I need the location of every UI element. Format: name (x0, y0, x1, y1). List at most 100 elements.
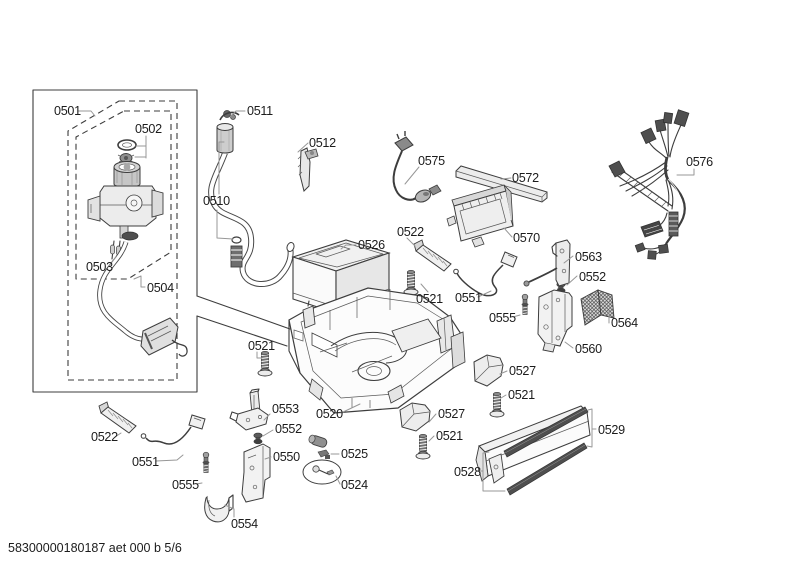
part-number: 0524 (341, 478, 368, 492)
part-0564-mesh (580, 289, 615, 326)
part-0512-clip (297, 147, 319, 192)
part-number: 0529 (598, 423, 625, 437)
part-0524-disc (302, 459, 342, 485)
label-0575: 0575 (404, 154, 445, 185)
label-0504: 0504 (133, 275, 174, 295)
part-number: 0503 (86, 260, 113, 274)
part-0522-rail-mid (413, 239, 452, 272)
part-number: 0550 (273, 450, 300, 464)
inset-connector-lines (196, 295, 291, 347)
part-number: 0526 (358, 238, 385, 252)
part-0525-latch (308, 434, 330, 459)
label-0528: 0528 (454, 451, 506, 492)
part-0555-pin-left (202, 451, 210, 473)
part-0563-bracket (523, 239, 571, 292)
label-0555-left: 0555 (172, 478, 203, 492)
part-number: 0555 (172, 478, 199, 492)
label-0525: 0525 (330, 447, 368, 461)
label-0551-left: 0551 (132, 454, 184, 469)
part-0521-screw-d (489, 391, 505, 418)
label-0521-d: 0521 (500, 388, 535, 402)
part-0572-strip (455, 165, 548, 203)
part-number: 0512 (309, 136, 336, 150)
label-0563: 0563 (563, 250, 602, 264)
part-number: 0527 (438, 407, 465, 421)
part-0528-plinth (475, 405, 591, 484)
part-number: 0521 (416, 292, 443, 306)
part-0527-foot-left (399, 402, 431, 432)
part-number: 0564 (611, 316, 638, 330)
label-0524: 0524 (335, 475, 368, 492)
part-0552-grommet-left (253, 432, 263, 445)
part-0504-supply-hose (97, 241, 188, 357)
part-number: 0521 (508, 388, 535, 402)
label-0522-mid: 0522 (397, 225, 424, 247)
part-number: 0570 (513, 231, 540, 245)
label-0522-left: 0522 (91, 430, 122, 444)
part-number: 0552 (579, 270, 606, 284)
labels-group: 0501 0502 0503 0504 0511 0510 0512 0575 … (54, 104, 713, 531)
part-number: 0575 (418, 154, 445, 168)
part-number: 0522 (397, 225, 424, 239)
label-0526: 0526 (340, 238, 385, 252)
label-0552-right: 0552 (566, 270, 606, 286)
part-0529-strips (503, 406, 589, 496)
inset-dashed-outer (67, 100, 178, 381)
part-number: 0520 (316, 407, 343, 421)
part-0551-cable-left (140, 414, 206, 445)
label-0576: 0576 (676, 155, 713, 176)
part-0511-clamp (219, 110, 240, 121)
label-0527-left: 0527 (428, 407, 465, 423)
part-0522-rail-left (98, 401, 137, 434)
label-0572: 0572 (500, 171, 539, 185)
part-number: 0553 (272, 402, 299, 416)
part-0550-bracket (241, 443, 271, 503)
part-number: 0551 (455, 291, 482, 305)
part-number: 0501 (54, 104, 81, 118)
part-0502-seal-kit (117, 139, 137, 163)
part-number: 0576 (686, 155, 713, 169)
part-number: 0560 (575, 342, 602, 356)
label-0552-left: 0552 (262, 422, 302, 437)
label-0512: 0512 (297, 136, 336, 153)
part-number: 0527 (509, 364, 536, 378)
part-number: 0510 (203, 194, 230, 208)
label-0550: 0550 (264, 450, 300, 464)
part-number: 0555 (489, 311, 516, 325)
part-0575-power-cord (392, 131, 442, 203)
label-0554: 0554 (224, 504, 258, 531)
part-0553-bracket (229, 388, 269, 431)
label-0520: 0520 (316, 403, 361, 421)
part-number: 0502 (135, 122, 162, 136)
part-number: 0551 (132, 455, 159, 469)
label-0521-c: 0521 (428, 429, 463, 443)
label-0551-mid: 0551 (455, 290, 492, 305)
label-0560: 0560 (564, 341, 602, 356)
label-0511: 0511 (229, 104, 273, 118)
part-0551-cable-mid (453, 251, 518, 297)
label-0529: 0529 (586, 408, 625, 448)
inset-box-group (32, 89, 291, 393)
label-0527-right: 0527 (499, 364, 536, 378)
label-0555-mid: 0555 (489, 311, 521, 325)
label-0510: 0510 (203, 141, 234, 240)
part-0554-bracket (204, 494, 234, 523)
label-0501: 0501 (54, 104, 96, 118)
part-number: 0511 (247, 104, 273, 118)
part-0521-screw-b (257, 350, 273, 377)
part-number: 0563 (575, 250, 602, 264)
part-0527-foot-right (473, 354, 504, 387)
part-number: 0525 (341, 447, 368, 461)
inset-solid-box (32, 89, 198, 393)
part-number: 0522 (91, 430, 118, 444)
part-number: 0552 (275, 422, 302, 436)
document-code: 58300000180187 aet 000 b 5/6 (8, 541, 182, 555)
part-number: 0504 (147, 281, 174, 295)
part-number: 0521 (248, 339, 275, 353)
part-0520-base (288, 287, 466, 414)
part-0555-pin-mid (521, 293, 529, 315)
part-0570-control-module (446, 184, 514, 248)
label-0570: 0570 (503, 227, 540, 245)
part-0560-bracket (537, 289, 573, 353)
